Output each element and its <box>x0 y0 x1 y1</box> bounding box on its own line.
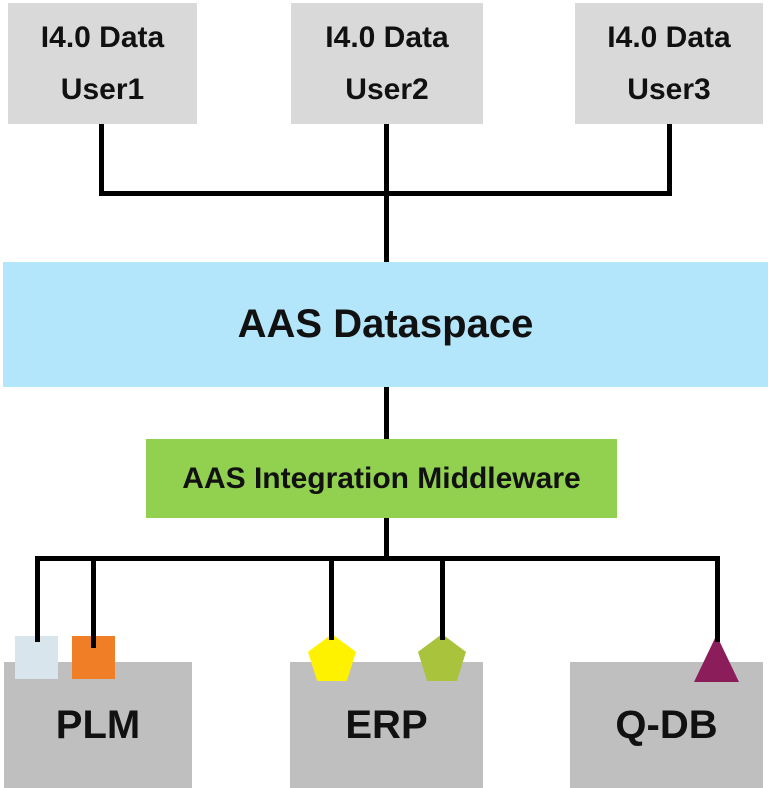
node-plm: PLM <box>4 662 192 788</box>
purple-triangle-shape <box>694 635 739 682</box>
node-i40-data-user2: I4.0 Data User2 <box>291 3 483 124</box>
connector-user1-drop <box>99 124 104 196</box>
node-i40-data-user1: I4.0 Data User1 <box>8 3 197 124</box>
connector-middleware-drop <box>384 518 389 561</box>
green-pentagon-shape <box>418 634 466 681</box>
user2-label-line2: User2 <box>345 72 429 106</box>
connector-drop-yellow-pentagon <box>329 556 334 640</box>
node-aas-integration-middleware: AAS Integration Middleware <box>146 439 617 518</box>
pale-blue-square-shape <box>15 636 58 679</box>
connector-user3-drop <box>667 124 672 196</box>
connector-user2-to-dataspace <box>384 124 389 262</box>
dataspace-label: AAS Dataspace <box>237 302 534 346</box>
connector-dataspace-to-middleware <box>384 387 389 439</box>
node-i40-data-user3: I4.0 Data User3 <box>575 3 763 124</box>
connector-drop-orange-square <box>91 556 96 648</box>
erp-label: ERP <box>345 702 428 747</box>
qdb-label: Q-DB <box>615 702 718 747</box>
connector-drop-blue-square <box>35 556 40 642</box>
user1-label-line2: User1 <box>60 72 145 106</box>
plm-label: PLM <box>55 702 141 747</box>
user1-label-line1: I4.0 Data <box>40 20 165 54</box>
node-aas-dataspace: AAS Dataspace <box>3 262 768 387</box>
user3-label-line1: I4.0 Data <box>607 20 731 54</box>
user2-label-line1: I4.0 Data <box>325 20 449 54</box>
user3-label-line2: User3 <box>627 72 711 106</box>
yellow-pentagon-shape <box>308 634 356 681</box>
node-erp: ERP <box>290 662 483 788</box>
node-qdb: Q-DB <box>570 662 763 788</box>
connector-drop-purple-triangle <box>715 556 720 642</box>
middleware-label: AAS Integration Middleware <box>182 461 581 495</box>
connector-systems-horizontal <box>35 556 720 561</box>
connector-drop-green-pentagon <box>440 556 445 640</box>
